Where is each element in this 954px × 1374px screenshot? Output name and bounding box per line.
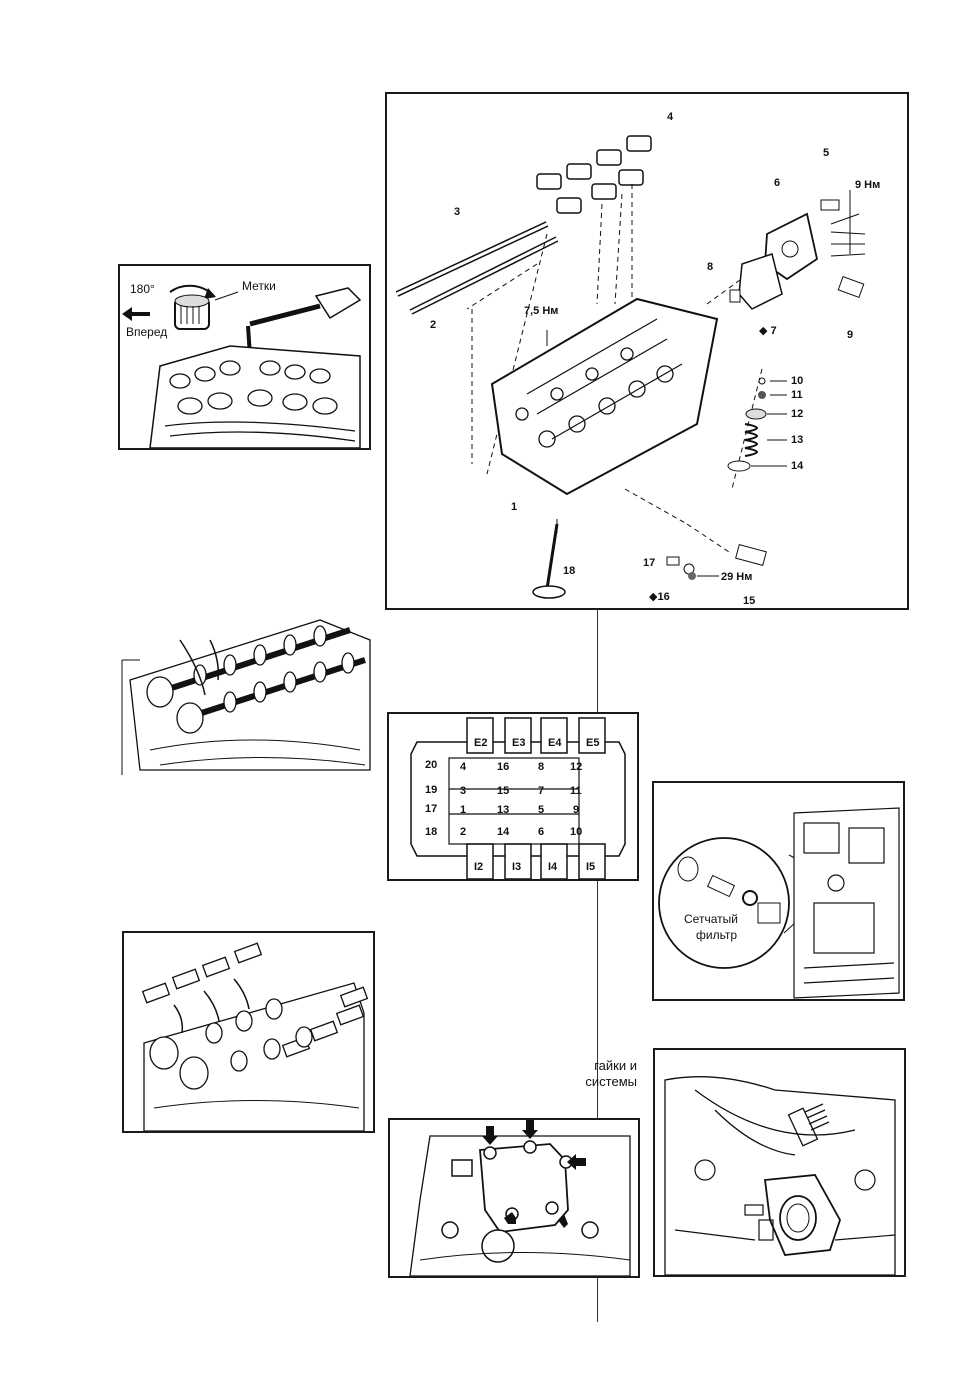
part-label-14: 14 [791, 461, 803, 472]
part-label-8: 8 [707, 262, 713, 273]
bolt-11: 11 [570, 786, 582, 797]
page-text-line1: гайки и [582, 1059, 637, 1073]
part-label-1: 1 [511, 502, 517, 513]
bolt-4: 4 [460, 762, 466, 773]
cap-label-i2: I2 [474, 862, 483, 873]
bolt-19: 19 [425, 785, 437, 796]
bolt-10: 10 [570, 827, 582, 838]
part-label-2: 2 [430, 320, 436, 331]
water-outlet-drawing [655, 1050, 904, 1275]
bolt-2: 2 [460, 827, 466, 838]
filter-label-line2: фильтр [696, 929, 737, 941]
torque-label-7-5nm: 7,5 Нм [524, 306, 558, 317]
angle-label: 180° [130, 283, 155, 295]
bolt-13: 13 [497, 805, 509, 816]
torque-label-9nm: 9 Нм [855, 180, 880, 191]
part-label-6: 6 [774, 178, 780, 189]
figure-exploded-head: 4 5 6 9 Нм 3 8 2 7,5 Нм ◆ 7 9 10 11 12 1… [385, 92, 909, 610]
bolt-9: 9 [573, 805, 579, 816]
part-label-9: 9 [847, 330, 853, 341]
camshafts-drawing [120, 600, 378, 775]
marks-label: Метки [242, 280, 276, 292]
page-text-line2: системы [575, 1075, 637, 1089]
part-label-17: 17 [643, 558, 655, 569]
torque-label-29nm: 29 Нм [721, 572, 752, 583]
part-label-3: 3 [454, 207, 460, 218]
bolt-15: 15 [497, 786, 509, 797]
filter-label-line1: Сетчатый [684, 913, 738, 925]
bolt-7: 7 [538, 786, 544, 797]
bolt-3: 3 [460, 786, 466, 797]
part-label-16: ◆16 [649, 592, 670, 603]
part-label-15: 15 [743, 596, 755, 607]
bolt-17: 17 [425, 804, 437, 815]
bolt-12: 12 [570, 762, 582, 773]
forward-label: Вперед [126, 326, 167, 338]
engine-rotation-drawing [120, 266, 369, 448]
part-label-12: 12 [791, 409, 803, 420]
bolt-6: 6 [538, 827, 544, 838]
figure-bolt-order: Е2 Е3 Е4 Е5 I2 I3 I4 I5 20 19 17 18 4 16… [387, 712, 639, 881]
cap-label-e3: Е3 [512, 738, 525, 749]
figure-bearing-caps [122, 931, 375, 1133]
figure-ocv-removal [388, 1118, 640, 1278]
cap-label-i5: I5 [586, 862, 595, 873]
figure-camshaft-rotation: 180° Метки Вперед [118, 264, 371, 450]
figure-water-outlet [653, 1048, 906, 1277]
bolt-5: 5 [538, 805, 544, 816]
bolt-1: 1 [460, 805, 466, 816]
cap-label-e4: Е4 [548, 738, 561, 749]
cap-label-i3: I3 [512, 862, 521, 873]
bolt-8: 8 [538, 762, 544, 773]
part-label-18: 18 [563, 566, 575, 577]
bearing-caps-drawing [124, 933, 373, 1131]
exploded-head-drawing [387, 94, 907, 608]
figure-oil-filter: Сетчатый фильтр [652, 781, 905, 1001]
bolt-18: 18 [425, 827, 437, 838]
bolt-16: 16 [497, 762, 509, 773]
bolt-20: 20 [425, 760, 437, 771]
oil-filter-drawing [654, 783, 903, 999]
part-label-5: 5 [823, 148, 829, 159]
cap-label-i4: I4 [548, 862, 557, 873]
figure-camshafts [120, 600, 378, 775]
cap-label-e5: Е5 [586, 738, 599, 749]
ocv-removal-drawing [390, 1120, 638, 1276]
part-label-7: ◆ 7 [759, 326, 777, 337]
part-label-13: 13 [791, 435, 803, 446]
cap-label-e2: Е2 [474, 738, 487, 749]
bolt-14: 14 [497, 827, 509, 838]
part-label-11: 11 [791, 390, 803, 401]
part-label-4: 4 [667, 112, 673, 123]
part-label-10: 10 [791, 376, 803, 387]
